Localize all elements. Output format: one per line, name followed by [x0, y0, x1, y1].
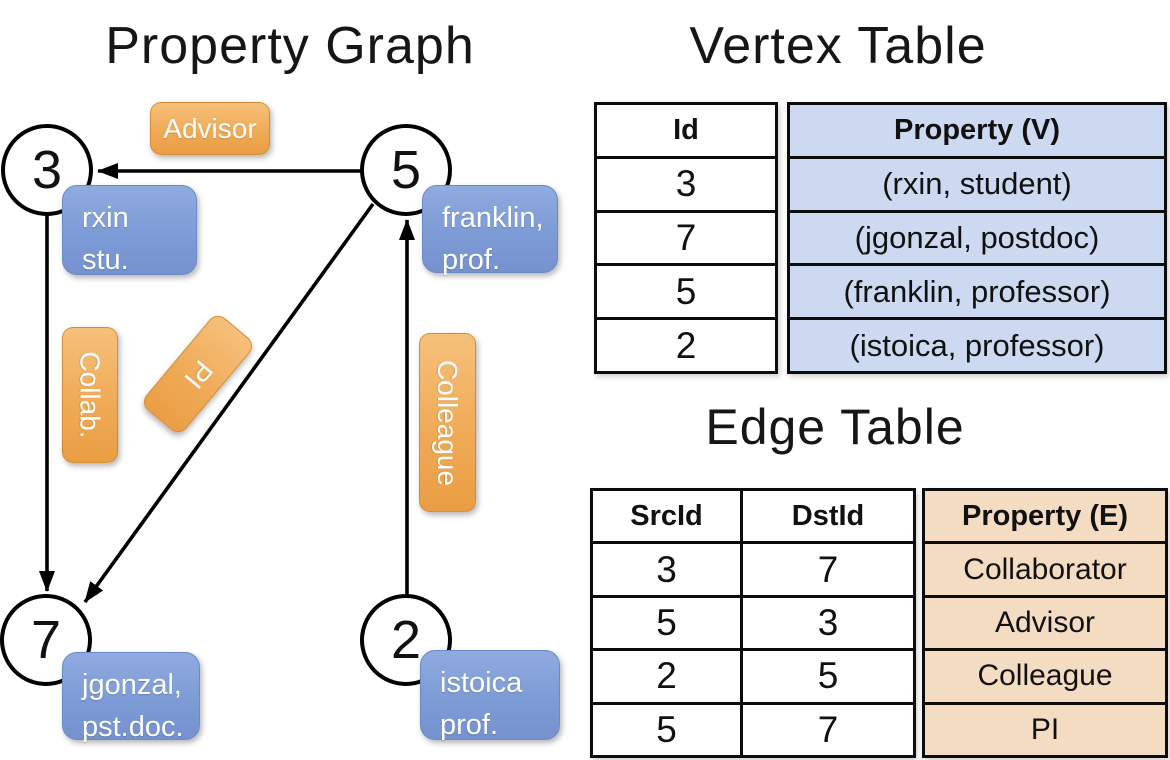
node-property-box-franklin: franklin, prof. [422, 185, 558, 276]
edge-table-title: Edge Table [705, 399, 965, 455]
edge-table-property-cell: Colleague [925, 648, 1165, 701]
edge-label-text: PI [178, 354, 219, 395]
edge-table-src-cell: 3 [593, 544, 743, 595]
edge-label-text: Colleague [432, 359, 464, 486]
edge-table-dst-cell: 7 [817, 548, 839, 590]
edge-label-colleague: Colleague [419, 333, 476, 512]
vertex-table-property-cell: (istoica, professor) [790, 317, 1164, 371]
vertex-table-header-property: Property (V) [894, 113, 1060, 146]
vertex-table-id-cell: 2 [597, 317, 775, 371]
node-property-line1: franklin, [442, 202, 544, 234]
edge-table-property-cell: Advisor [925, 594, 1165, 648]
vertex-table-id-column: Id 3 7 5 2 [594, 102, 778, 374]
node-property-box-rxin: rxin stu. [62, 185, 197, 276]
edge-table-row: 5 7 [593, 701, 913, 756]
edge-table-dst-cell: 3 [817, 602, 839, 644]
node-property-line1: istoica [440, 667, 523, 699]
edge-table-header-dstid: DstId [791, 499, 865, 532]
edge-table-property-cell: PI [925, 701, 1165, 755]
edge-label-collab: Collab. [62, 327, 118, 463]
edge-table-id-columns: SrcId DstId 3 7 5 3 2 5 5 7 [590, 488, 916, 758]
edge-table-dst-cell: 5 [817, 655, 839, 697]
node-property-box-istoica: istoica prof. [420, 650, 560, 741]
vertex-table-header-id: Id [673, 113, 699, 146]
vertex-id-label: 3 [31, 140, 63, 200]
vertex-table-id-cell: 5 [597, 263, 775, 317]
vertex-table-property-cell: (jgonzal, postdoc) [790, 209, 1164, 264]
property-graph-title: Property Graph [105, 17, 475, 75]
edge-table-row: 5 3 [593, 594, 913, 649]
node-property-line1: rxin [82, 202, 129, 234]
graph-edges-layer [39, 163, 415, 604]
vertex-table-property-cell: (rxin, student) [790, 155, 1164, 210]
edge-table-dst-cell: 7 [817, 708, 839, 750]
node-property-line1: jgonzal, [82, 669, 182, 701]
edge-label-text: Collab. [75, 351, 107, 439]
vertex-id-label: 5 [390, 140, 422, 200]
node-property-line2: prof. [442, 244, 501, 277]
vertex-node-2: 2 [360, 594, 452, 686]
edge-table-property-column: Property (E) Collaborator Advisor Collea… [922, 488, 1168, 758]
vertex-table-property-cell: (franklin, professor) [790, 263, 1164, 317]
edge-table-src-cell: 5 [593, 597, 743, 649]
edge-table-row: 2 5 [593, 648, 913, 702]
vertex-table-title: Vertex Table [689, 17, 987, 75]
edge-table-header-row: SrcId DstId [593, 491, 913, 542]
edge-table-property-cell: Collaborator [925, 541, 1165, 594]
vertex-id-label: 7 [30, 610, 62, 670]
edge-table-row: 3 7 [593, 541, 913, 595]
vertex-table-property-column: Property (V) (rxin, student) (jgonzal, p… [787, 102, 1167, 374]
node-property-line2: prof. [440, 709, 499, 742]
edge-table-header-property: Property (E) [962, 499, 1128, 532]
vertex-node-5: 5 [360, 124, 452, 216]
edge-table-src-cell: 5 [593, 704, 743, 756]
edge-table-src-cell: 2 [593, 651, 743, 702]
node-property-line2: stu. [82, 244, 129, 277]
edge-label-advisor: Advisor [150, 102, 270, 155]
node-property-line2: pst.doc. [82, 711, 184, 744]
vertex-table-id-cell: 7 [597, 209, 775, 264]
vertex-id-label: 2 [390, 610, 422, 670]
node-property-box-jgonzal: jgonzal, pst.doc. [62, 652, 200, 743]
edge-label-text: Advisor [163, 112, 257, 144]
edge-5-to-7 [83, 202, 375, 604]
vertex-table-id-cell: 3 [597, 155, 775, 210]
edge-table-header-srcid: SrcId [593, 491, 743, 542]
